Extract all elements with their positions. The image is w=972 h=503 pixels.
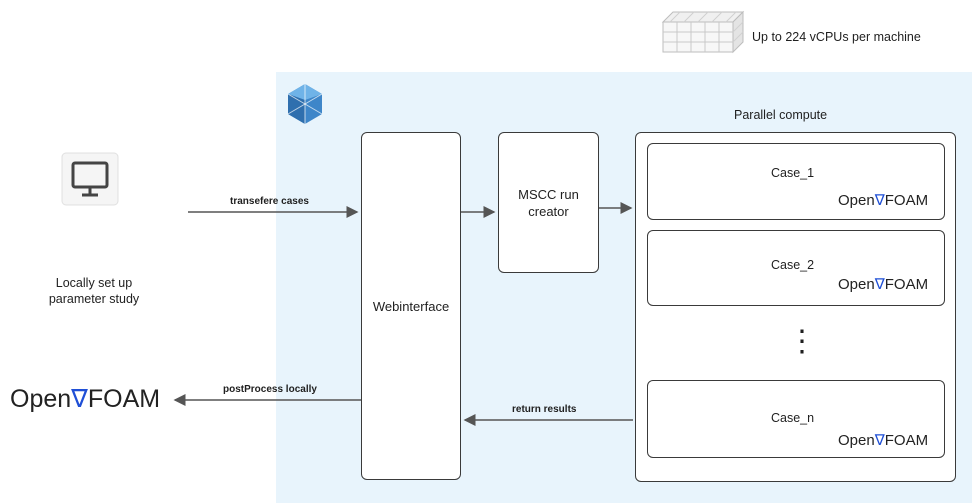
azure-cloud-icon: [287, 84, 323, 124]
return-results-label: return results: [512, 404, 577, 415]
case-2-label: Case_2: [771, 258, 815, 272]
local-caption-line2: parameter study: [48, 292, 140, 306]
openfoam-logo-case-1: Open∇FOAM: [838, 192, 929, 209]
openfoam-logo-local: Open∇FOAM: [10, 385, 161, 413]
webinterface-label: Webinterface: [372, 298, 450, 314]
case-n-label: Case_n: [771, 411, 815, 425]
case-1-label: Case_1: [771, 166, 815, 180]
openfoam-logo-case-2: Open∇FOAM: [838, 276, 929, 293]
mscc-line1: MSCC run: [518, 186, 579, 202]
case-n-card: Case_n Open∇FOAM: [647, 380, 945, 458]
local-caption-line1: Locally set up: [55, 276, 133, 290]
mscc-line2: creator: [528, 203, 569, 219]
server-block-icon: [662, 11, 744, 53]
parallel-compute-title: Parallel compute: [734, 108, 828, 122]
case-1-card: Case_1 Open∇FOAM: [647, 143, 945, 220]
header-note: Up to 224 vCPUs per machine: [752, 30, 921, 44]
case-2-card: Case_2 Open∇FOAM: [647, 230, 945, 306]
cases-ellipsis: ⋮: [787, 325, 817, 358]
webinterface-box: Webinterface: [361, 132, 461, 480]
transfer-cases-label: transefere cases: [230, 196, 309, 207]
openfoam-logo-case-n: Open∇FOAM: [838, 432, 929, 449]
mscc-run-creator-box: MSCC run creator: [498, 132, 599, 273]
postprocess-label: postProcess locally: [223, 384, 317, 395]
desktop-monitor-icon: [61, 152, 119, 206]
